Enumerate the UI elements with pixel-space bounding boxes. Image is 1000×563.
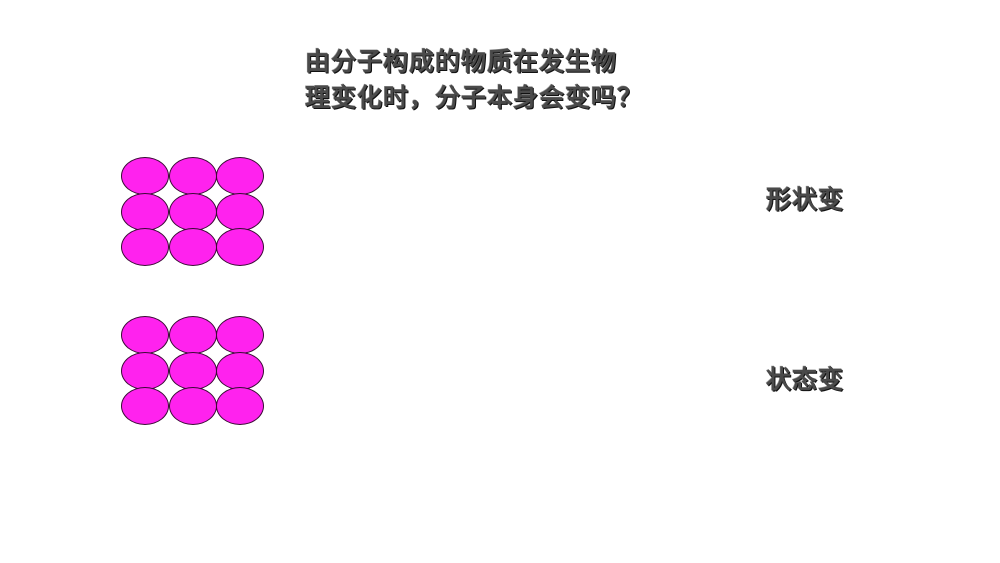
molecule-grid-shape-change [121, 157, 266, 267]
molecule-ellipse [121, 351, 169, 390]
molecule-ellipse [168, 316, 217, 354]
molecule-ellipse [216, 192, 264, 231]
molecule-ellipse [121, 228, 169, 266]
question-title: 由分子构成的物质在发生物 理变化时，分子本身会变吗？ [305, 44, 725, 116]
molecule-grid-state-change [121, 316, 266, 426]
title-line-2: 理变化时，分子本身会变吗？ [305, 83, 644, 112]
molecule-ellipse [216, 228, 264, 266]
molecule-ellipse [216, 316, 264, 354]
molecule-ellipse [168, 228, 217, 266]
molecule-ellipse [121, 192, 169, 231]
molecule-ellipse [168, 387, 217, 425]
molecule-ellipse [121, 157, 169, 195]
molecule-ellipse [168, 192, 217, 231]
label-shape-change: 形状变 [766, 185, 845, 214]
title-line-1: 由分子构成的物质在发生物 [305, 47, 618, 76]
molecule-ellipse [168, 351, 217, 390]
molecule-ellipse [168, 157, 217, 195]
label-state-change: 状态变 [766, 365, 845, 394]
molecule-ellipse [216, 157, 264, 195]
molecule-ellipse [216, 387, 264, 425]
molecule-ellipse [121, 316, 169, 354]
molecule-ellipse [121, 387, 169, 425]
molecule-ellipse [216, 351, 264, 390]
